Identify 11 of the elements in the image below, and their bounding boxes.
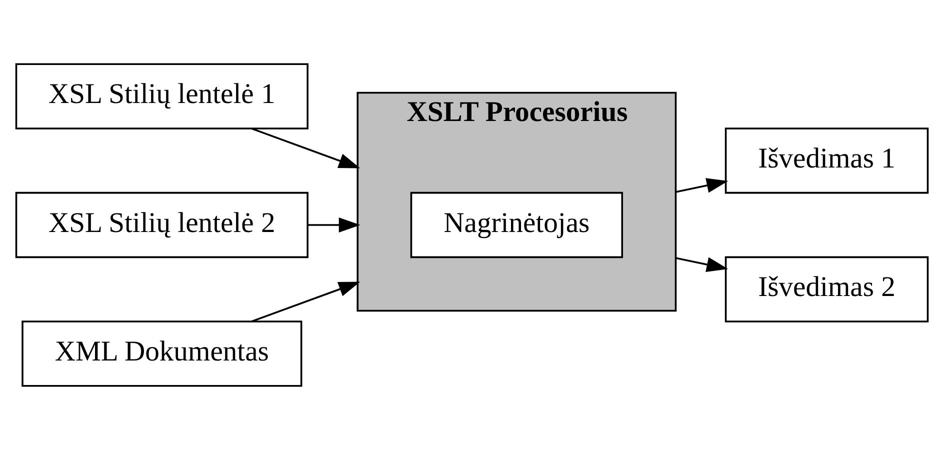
node-box: XML Dokumentas [22, 320, 302, 387]
node-box: Išvedimas 2 [724, 256, 929, 322]
arrow [252, 128, 360, 168]
node-box: XSL Stilių lentelė 1 [15, 63, 308, 130]
arrow [676, 257, 728, 272]
node-box: XSL Stilių lentelė 2 [15, 192, 308, 258]
node-box: Nagrinėtojas [410, 192, 624, 258]
arrow [252, 282, 360, 322]
arrow [308, 217, 360, 233]
node-box: Išvedimas 1 [724, 128, 929, 194]
arrow [676, 178, 728, 193]
